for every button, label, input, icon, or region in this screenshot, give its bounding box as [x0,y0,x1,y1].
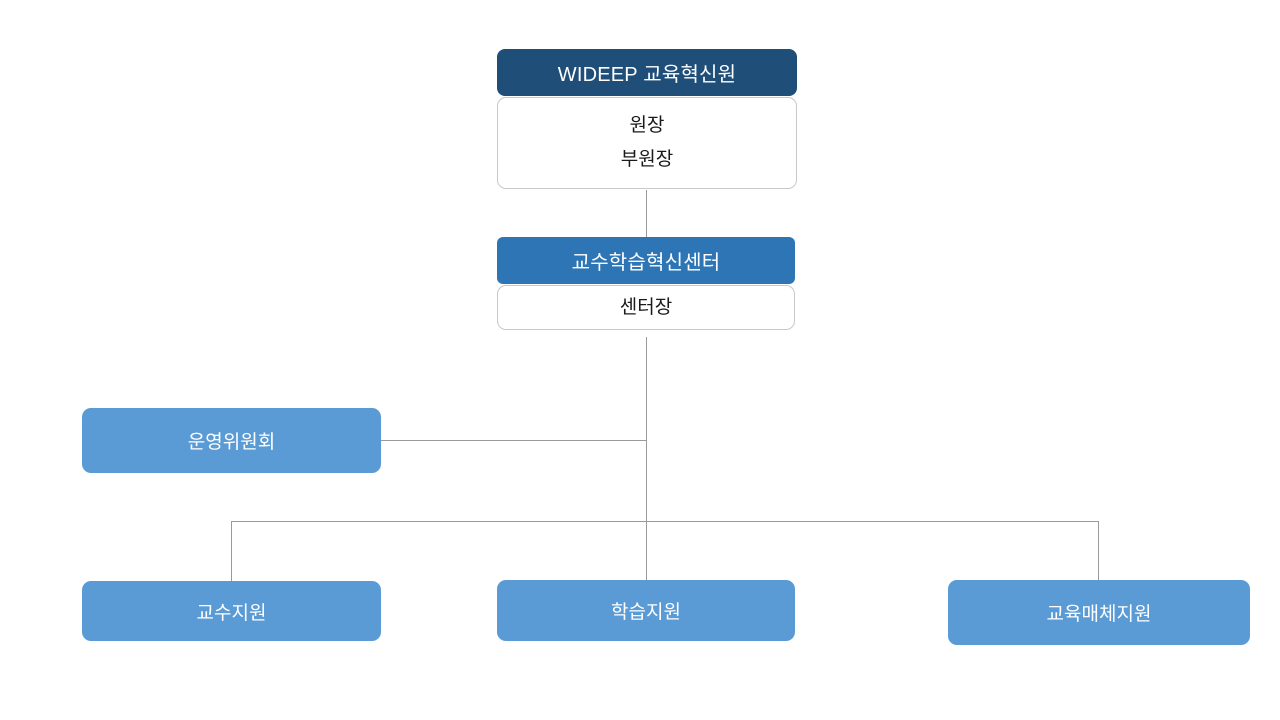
connector-leaf-bar [231,521,1099,522]
org-node-leaf-teaching-support[interactable]: 교수지원 [82,581,381,641]
connector-root-to-center [646,190,647,237]
org-node-center-body: 센터장 [497,285,795,330]
connector-leaf-drop-0 [231,521,232,581]
org-node-committee[interactable]: 운영위원회 [82,408,381,473]
org-node-root[interactable]: WIDEEP 교육혁신원 원장 부원장 [497,49,797,189]
org-node-center[interactable]: 교수학습혁신센터 센터장 [497,237,795,330]
org-node-leaf-learning-support[interactable]: 학습지원 [497,580,795,641]
org-node-center-header: 교수학습혁신센터 [497,237,795,284]
org-node-root-header: WIDEEP 교육혁신원 [497,49,797,96]
connector-committee-horizontal [381,440,647,441]
org-node-root-body: 원장 부원장 [497,97,797,189]
connector-center-spine [646,337,647,580]
org-node-leaf-media-support[interactable]: 교육매체지원 [948,580,1250,645]
connector-leaf-drop-2 [1098,521,1099,580]
org-node-root-role-1: 부원장 [620,148,674,170]
org-node-root-role-0: 원장 [629,114,665,136]
org-node-center-role-0: 센터장 [619,297,673,318]
